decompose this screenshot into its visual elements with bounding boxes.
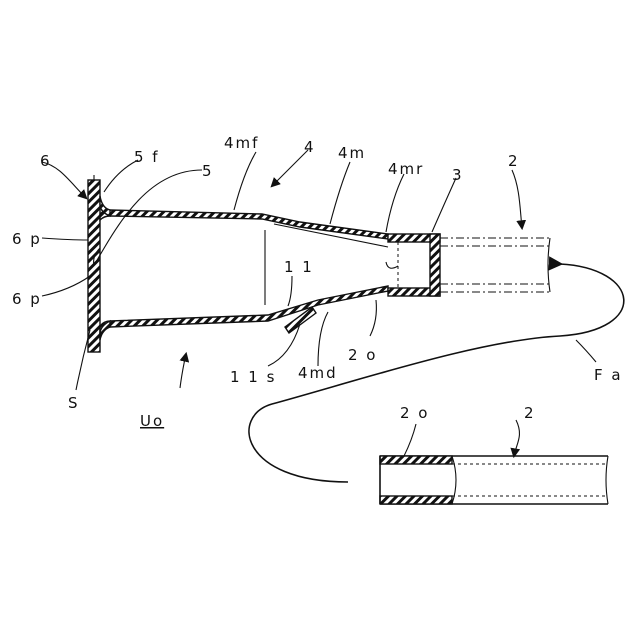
pipe-bottom [380,456,608,504]
socket-3 [386,234,440,296]
label-4m: 4m [338,144,366,162]
label-6p-lower: 6 p [12,290,42,308]
label-2-bottom: 2 [524,404,536,422]
label-5f: 5 f [134,148,160,166]
pipe-top [440,238,550,292]
label-2o-bottom: 2 o [400,404,430,422]
upper-wall [100,196,388,239]
lower-wall [100,286,388,340]
label-fa: F a [594,366,623,384]
label-5: 5 [202,162,214,180]
label-11: 1 1 [284,258,314,276]
label-uo: Uo [140,412,164,430]
label-2-top: 2 [508,152,520,170]
label-6: 6 [40,152,52,170]
label-3: 3 [452,166,464,184]
label-2o-top: 2 o [348,346,378,364]
label-s: S [68,394,80,412]
label-6p-upper: 6 p [12,230,42,248]
label-4mr: 4mr [388,160,424,178]
label-4: 4 [304,138,316,156]
labels: 6 5 f 5 4mf 4 4m 4mr 3 2 6 p 6 p 1 1 1 1… [12,134,623,430]
label-4mf: 4mf [224,134,259,152]
label-11s: 1 1 s [230,368,276,386]
label-4md: 4md [298,364,338,382]
